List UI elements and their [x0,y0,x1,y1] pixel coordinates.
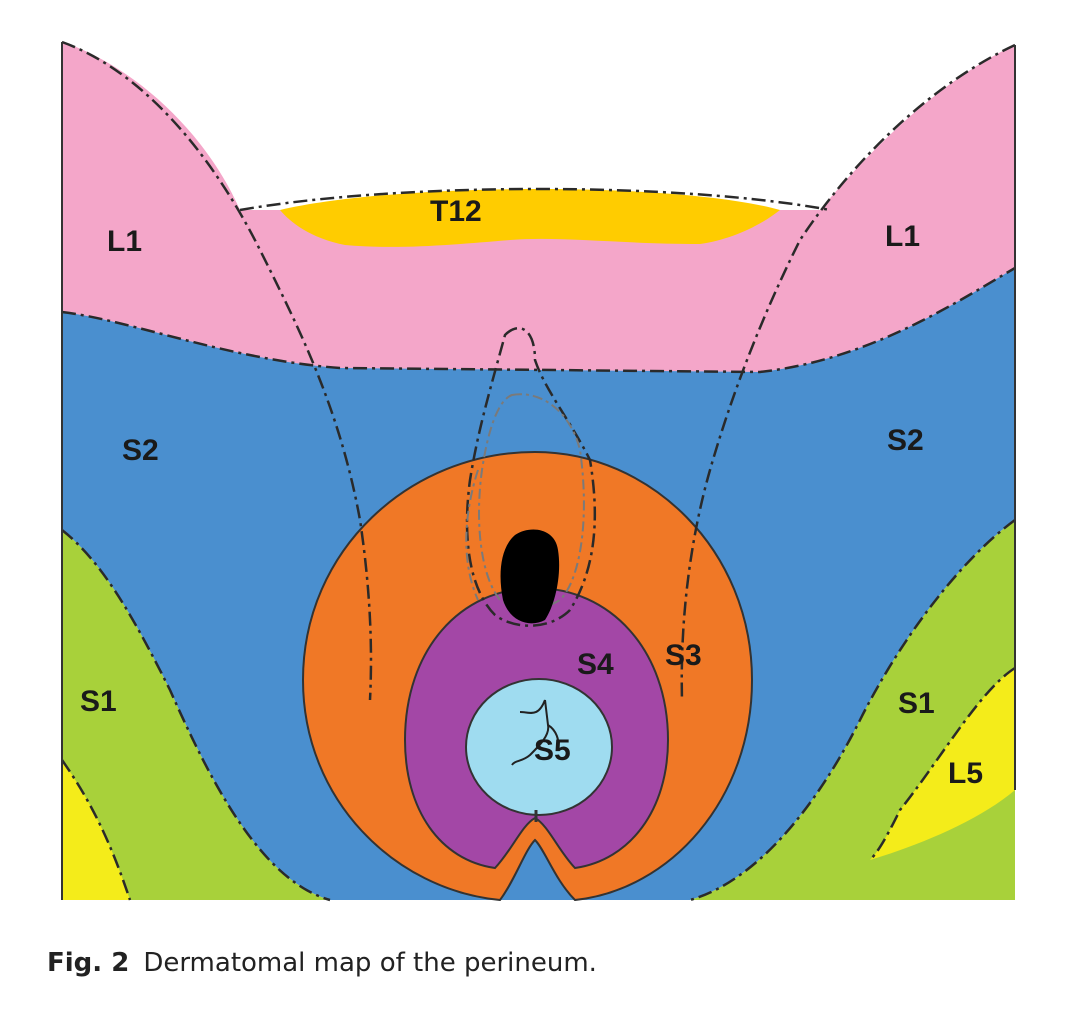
zone-l1 [62,42,1015,372]
l5-left-boundary [60,759,132,901]
figure-caption: Fig. 2 Dermatomal map of the perineum. [47,948,597,978]
s5-outline [465,678,613,816]
s1-left-boundary [61,529,331,902]
label-l5: L5 [948,757,983,790]
anus-mark [500,529,560,624]
s5-crack-lines [511,699,560,766]
label-s2-left: S2 [122,434,159,467]
label-s1-right: S1 [898,687,935,720]
genital-outline-outer [465,326,597,627]
caption-label: Fig. 2 [47,948,130,978]
zone-s1-left [62,530,330,900]
genital-outline-left [465,469,479,601]
label-l1-left: L1 [107,225,142,258]
l1-s2-boundary [61,266,1016,374]
l1-t12-upper-boundary [239,187,831,212]
label-t12: T12 [430,195,482,228]
label-s3: S3 [665,639,702,672]
zone-l5-right [870,668,1015,860]
label-s4: S4 [577,648,614,681]
dermatome-diagram: T12 L1 L1 S2 S2 S1 S1 L5 S3 S4 S5 [60,40,1016,902]
caption-text: Dermatomal map of the perineum. [143,948,597,978]
s1-right-boundary [689,518,1016,902]
thigh-line-right [680,43,1016,701]
label-s2-right: S2 [887,424,924,457]
label-s1-left: S1 [80,685,117,718]
s3-outline [301,450,754,902]
label-s5: S5 [534,734,571,767]
label-l1-right: L1 [885,220,920,253]
thigh-line-left [61,40,373,701]
zone-l5-left [62,760,130,900]
zone-t12 [280,189,780,247]
l5-right-boundary [869,666,1016,861]
